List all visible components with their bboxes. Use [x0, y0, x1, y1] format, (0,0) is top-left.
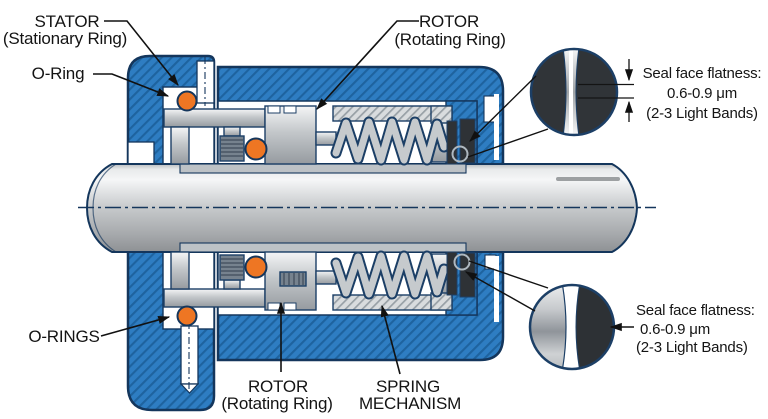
leader-stator	[104, 20, 179, 86]
o-ring-lower-inner	[244, 255, 268, 279]
label-rotor-top-subtitle: (Rotating Ring)	[394, 30, 505, 49]
callout-top-line3: (2-3 Light Bands)	[646, 105, 758, 122]
set-screw-shank-upper	[223, 126, 241, 137]
leader-orings-bottom	[100, 315, 171, 337]
spring-rod-lower	[315, 270, 337, 285]
rotor-ring-upper	[264, 105, 317, 165]
seal-face-detail-right	[575, 49, 617, 135]
bolt-hole-upper	[196, 57, 215, 106]
magnifier-ring-top	[529, 47, 619, 137]
label-orings-bottom: O-RINGS	[28, 327, 99, 346]
label-spring-subtitle: MECHANISM	[359, 394, 461, 413]
callout-top-line1: Seal face flatness:	[643, 65, 762, 82]
stator-ring-lower	[163, 288, 266, 308]
seal-face-lower-left	[446, 251, 458, 296]
detail-source-marker-upper	[451, 145, 469, 163]
o-ring-lower-outer	[176, 305, 198, 327]
label-rotor-bottom-subtitle: (Rotating Ring)	[221, 394, 332, 413]
leader-oring-top	[93, 73, 170, 97]
upper-seal-assembly	[163, 105, 476, 166]
spring-lower	[330, 250, 450, 300]
leader-lines	[93, 20, 549, 375]
stator-ring-upper	[163, 108, 266, 128]
leader-rotor-top	[316, 20, 419, 110]
wall-relief-upper	[494, 94, 499, 160]
shaft	[78, 163, 656, 253]
bore-clearance	[127, 141, 155, 165]
lower-seal-assembly	[163, 250, 476, 311]
dimension-callout-top	[578, 59, 634, 122]
stator-leg-lower	[170, 251, 190, 290]
set-screw-shank-lower	[223, 279, 241, 290]
labels: STATOR (Stationary Ring) O-Ring ROTOR (R…	[3, 12, 762, 413]
shaft-highlight	[556, 177, 620, 181]
spring-rod-upper	[315, 131, 337, 146]
o-ring-upper-inner	[244, 137, 268, 161]
set-screw-threads-lower	[219, 254, 245, 281]
magnifier-line-bottom-a	[468, 260, 549, 289]
label-rotor-bottom-title: ROTOR	[248, 377, 308, 396]
label-oring-top: O-Ring	[32, 64, 85, 83]
drive-screw-lower	[279, 271, 307, 287]
rotor-notch-lower-2	[283, 302, 297, 311]
detail-circle-top	[529, 47, 619, 137]
label-stator-subtitle: (Stationary Ring)	[3, 29, 127, 48]
seal-face-upper-left	[446, 120, 458, 165]
callout-bottom-line1: Seal face flatness:	[636, 302, 755, 319]
rotor-notch-lower-1	[267, 302, 281, 311]
leader-spring	[380, 304, 401, 375]
label-spring-title: SPRING	[376, 377, 440, 396]
bolt-hole-lower	[179, 322, 200, 394]
label-stator-title: STATOR	[35, 12, 100, 31]
detail-circle-bottom	[528, 283, 616, 371]
spring-upper	[330, 116, 450, 166]
callout-top-line2: 0.6-0.9 μm	[667, 85, 737, 102]
seal-face-lower-right	[459, 252, 476, 298]
o-rings	[176, 90, 268, 327]
stator-leg-upper	[170, 126, 190, 165]
o-ring-upper-outer	[176, 90, 198, 112]
seal-face-detail-left	[531, 49, 567, 135]
shaft-sleeve-upper	[179, 163, 467, 174]
shaft-sleeve-lower	[179, 242, 467, 253]
callout-bottom-line2: 0.6-0.9 μm	[640, 321, 710, 338]
magnifier-line-top-a	[469, 75, 537, 142]
magnifier-line-top-b	[467, 128, 549, 158]
rotor-notch-upper-1	[267, 105, 281, 114]
set-screw-threads-upper	[219, 135, 245, 162]
label-rotor-top-title: ROTOR	[419, 12, 479, 31]
magnifier-line-bottom-b	[464, 271, 536, 312]
detail-source-marker-lower	[453, 253, 471, 271]
callout-bottom-line3: (2-3 Light Bands)	[636, 339, 748, 356]
rotor-notch-upper-2	[283, 105, 297, 114]
